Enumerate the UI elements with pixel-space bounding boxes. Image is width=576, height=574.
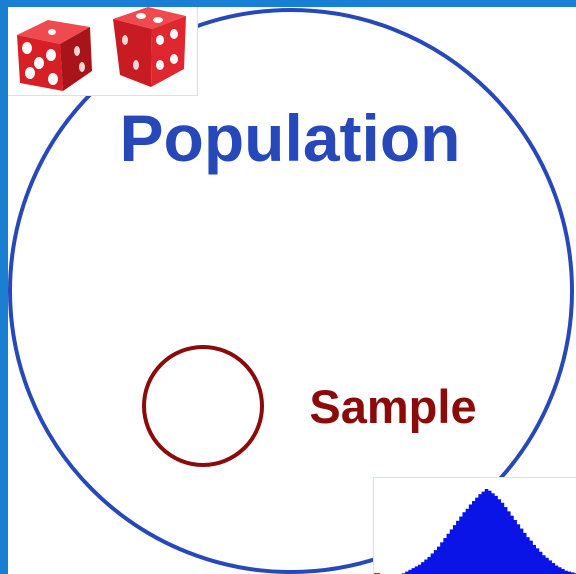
die-right (113, 7, 186, 87)
histogram-bar (507, 511, 511, 574)
histogram-bar (472, 501, 476, 574)
histogram-bar (405, 571, 409, 574)
histogram-bar (424, 559, 428, 574)
histogram-bar (446, 533, 451, 574)
histogram-bar (475, 497, 479, 574)
histogram-bar (484, 489, 489, 574)
histogram-bar (570, 572, 575, 574)
histogram-bar (557, 567, 562, 574)
histogram-bar (414, 566, 419, 574)
histogram-bar (449, 529, 454, 574)
histogram-bar (529, 540, 533, 574)
histogram-bar (551, 562, 556, 574)
population-circle (8, 8, 574, 574)
histogram-image (373, 477, 576, 574)
histogram-bar (427, 556, 432, 574)
population-label: Population (120, 101, 461, 175)
histogram-bar (411, 568, 416, 574)
histogram-bar (452, 525, 457, 574)
histogram-bar (564, 570, 568, 574)
histogram-bar (430, 553, 435, 574)
histogram-bar (567, 571, 572, 574)
histogram-bar (522, 532, 527, 574)
histogram-bar (417, 564, 422, 574)
histogram-bar (497, 499, 502, 574)
histogram-bar (532, 544, 537, 574)
histogram-bar (535, 548, 540, 574)
histogram-bar (462, 512, 467, 574)
histogram-bar (443, 538, 447, 574)
histogram-bar (468, 504, 473, 574)
histogram-bar (526, 537, 530, 574)
histogram-bar (456, 520, 460, 574)
histogram-bar (538, 551, 543, 574)
histogram-bar (513, 519, 517, 574)
histogram-bar (542, 555, 546, 574)
histogram-bar (478, 494, 482, 574)
histogram-bar (500, 502, 505, 574)
histogram-bar (408, 569, 412, 574)
histogram-bar (494, 495, 498, 574)
histogram-bar (487, 490, 492, 574)
histogram-bar (440, 542, 444, 574)
histogram-bar (433, 550, 438, 574)
sample-label: Sample (309, 380, 476, 433)
two-red-dice-icon (17, 7, 186, 91)
histogram-bar (437, 546, 441, 574)
histogram-bar (491, 493, 495, 574)
histogram-bar (481, 491, 486, 574)
histogram-bar (465, 508, 470, 574)
dice-image (8, 7, 198, 96)
histogram-bar (510, 515, 514, 574)
histogram-bar (548, 560, 552, 574)
histogram-icon (374, 489, 576, 574)
histogram-bar (561, 568, 565, 574)
die-left (17, 20, 92, 91)
histogram-bar (459, 516, 463, 574)
histogram-bar (519, 528, 524, 574)
sample-circle (142, 345, 264, 467)
histogram-bar (545, 557, 549, 574)
histogram-bar (503, 507, 508, 574)
histogram-bar (554, 565, 559, 574)
histogram-bar (516, 524, 521, 574)
histogram-bar (421, 562, 425, 574)
